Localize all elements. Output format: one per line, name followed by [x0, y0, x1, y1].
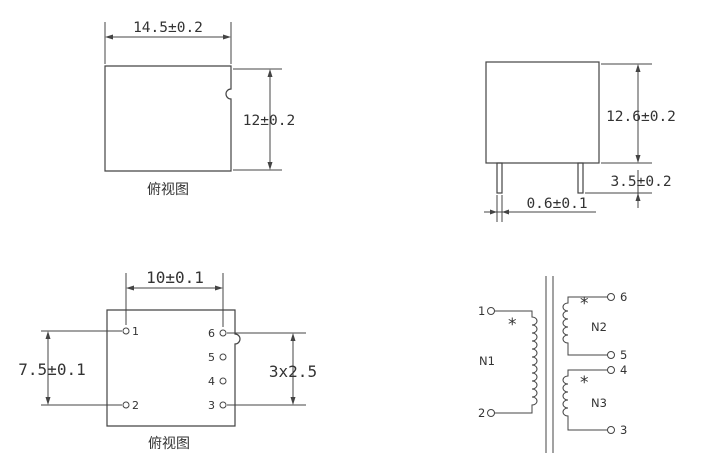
side-view: 12.6±0.2 3.5±0.2 0.6±0.1 [484, 61, 676, 222]
top-view: 14.5±0.2 12±0.2 俯视图 [104, 20, 295, 198]
winding-n1 [494, 310, 538, 414]
side-view-pin-length-dim: 3.5±0.2 [610, 174, 671, 190]
pin-label-2: 2 [132, 399, 139, 412]
n1-dot-marker: * [508, 315, 517, 335]
terminal-2 [487, 409, 495, 417]
pin-view-spacing-dim: 10±0.1 [146, 268, 204, 287]
side-view-pin-width-dim: 0.6±0.1 [526, 196, 587, 212]
pin-hole-6 [219, 329, 227, 337]
pin-label-3: 3 [208, 399, 215, 412]
pin-label-5: 5 [208, 351, 215, 364]
winding-n2 [562, 296, 608, 356]
n3-dot-marker: * [580, 373, 589, 393]
terminal-label-6: 6 [620, 290, 627, 304]
pin-view-caption: 俯视图 [148, 436, 190, 452]
side-view-pin-left [496, 162, 503, 194]
terminal-label-2: 2 [478, 406, 485, 420]
side-view-height-dim: 12.6±0.2 [606, 109, 676, 125]
winding-label-n2: N2 [591, 320, 607, 334]
winding-label-n1: N1 [479, 354, 495, 368]
pin-label-1: 1 [132, 325, 139, 338]
terminal-label-3: 3 [620, 423, 627, 437]
pin-view-pitch-dim: 3x2.5 [269, 362, 317, 381]
terminal-6 [607, 293, 615, 301]
side-view-pin-right [577, 162, 584, 194]
top-view-height-dim: 12±0.2 [243, 113, 295, 129]
schematic: 1 2 * N1 6 5 * N2 4 3 * N3 [478, 276, 627, 453]
terminal-label-4: 4 [620, 363, 627, 377]
pin-hole-2 [122, 401, 130, 409]
pin-view: 1 2 6 5 4 3 10±0.1 7.5±0.1 3x2.5 俯视图 [18, 268, 317, 452]
top-view-width-dim: 14.5±0.2 [133, 20, 203, 36]
winding-label-n3: N3 [591, 396, 607, 410]
pin-hole-4 [219, 377, 227, 385]
top-view-caption: 俯视图 [147, 182, 189, 198]
terminal-3 [607, 426, 615, 434]
pin-view-row-spacing-dim: 7.5±0.1 [18, 360, 85, 379]
terminal-label-1: 1 [478, 304, 485, 318]
pin-label-4: 4 [208, 375, 215, 388]
terminal-1 [487, 307, 495, 315]
pin-hole-1 [122, 327, 130, 335]
terminal-5 [607, 351, 615, 359]
winding-n3 [562, 369, 608, 431]
n2-dot-marker: * [580, 294, 589, 314]
terminal-4 [607, 366, 615, 374]
pin-hole-5 [219, 353, 227, 361]
terminal-label-5: 5 [620, 348, 627, 362]
pin-hole-3 [219, 401, 227, 409]
top-view-outline [104, 65, 232, 172]
pin-view-outline [106, 309, 241, 427]
side-view-body [485, 61, 600, 164]
pin-label-6: 6 [208, 327, 215, 340]
